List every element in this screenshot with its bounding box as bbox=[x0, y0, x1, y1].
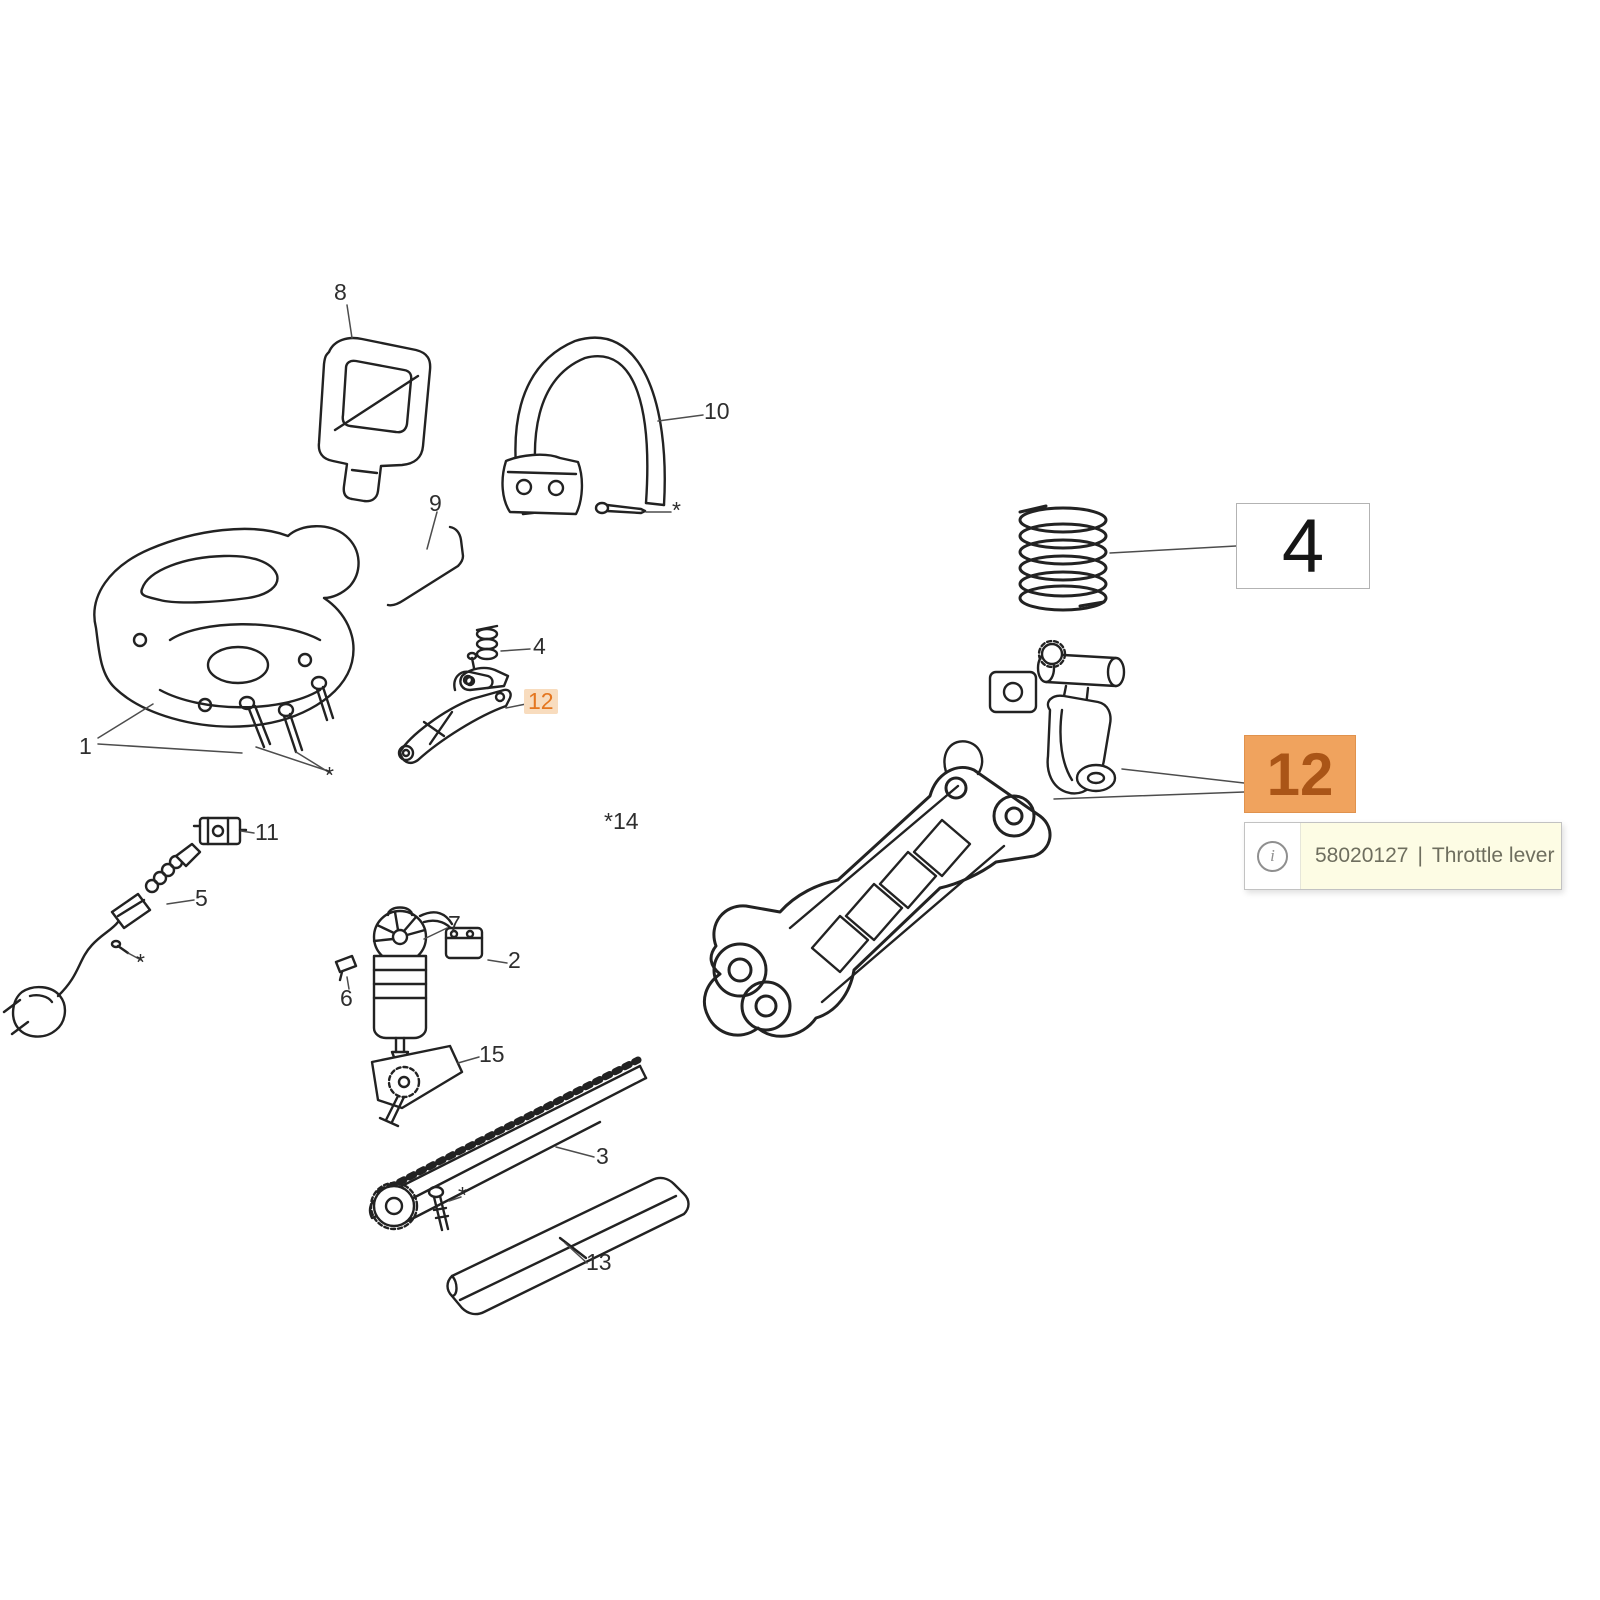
callout-label-part11[interactable]: 11 bbox=[255, 819, 279, 845]
part-4-spring-small-drawing bbox=[459, 624, 510, 692]
part-12-bracket-drawing bbox=[703, 740, 1052, 1038]
asterisk-label-screw-part10: * bbox=[672, 497, 681, 523]
asterisk-label-screw-part5: * bbox=[136, 949, 145, 975]
part-2-capacitor-drawing bbox=[444, 926, 484, 960]
callout-label-part10[interactable]: 10 bbox=[704, 398, 730, 424]
callout-label-part12-highlighted[interactable]: 12 bbox=[524, 689, 558, 714]
part-4-spring-large-drawing bbox=[1018, 504, 1108, 612]
selected-part-4-callout-box[interactable]: 4 bbox=[1236, 503, 1370, 589]
part-1-housing-drawing bbox=[93, 525, 360, 754]
part-11-switch-drawing bbox=[192, 816, 248, 846]
callout-label-part3[interactable]: 3 bbox=[596, 1143, 609, 1169]
callout-label-part13[interactable]: 13 bbox=[586, 1249, 612, 1275]
part-10-front-loop-handle-drawing bbox=[501, 336, 666, 516]
part-3-blade-drawing bbox=[368, 1056, 648, 1232]
tooltip-text: 58020127 | Throttle lever bbox=[1315, 844, 1554, 868]
callout-label-part9[interactable]: 9 bbox=[429, 490, 442, 516]
callout-label-part2[interactable]: 2 bbox=[508, 947, 521, 973]
tooltip-icon-cell: i bbox=[1245, 823, 1301, 889]
callout-label-part7[interactable]: 7 bbox=[448, 911, 461, 937]
callout-label-part1[interactable]: 1 bbox=[79, 733, 92, 759]
asterisk-label-screws-part1: * bbox=[325, 762, 334, 788]
part-8-rear-guard-drawing bbox=[317, 336, 432, 503]
part-7-motor-drawing bbox=[372, 906, 454, 1064]
tooltip-part-number: 58020127 bbox=[1315, 844, 1409, 867]
info-icon: i bbox=[1257, 840, 1288, 872]
callout-label-part8[interactable]: 8 bbox=[334, 279, 347, 305]
callout-label-part6[interactable]: 6 bbox=[340, 985, 353, 1011]
callout-label-part4[interactable]: 4 bbox=[533, 633, 546, 659]
callout-label-part14[interactable]: *14 bbox=[604, 808, 639, 834]
selected-part-12-callout-box[interactable]: 12 bbox=[1244, 735, 1356, 813]
part-5-power-cord-drawing bbox=[2, 842, 202, 1038]
part-12-lever-assembly-drawing bbox=[988, 639, 1126, 795]
asterisk-label-screw-part3: * bbox=[458, 1182, 467, 1208]
part-6-brush-drawing bbox=[334, 954, 358, 982]
part-tooltip: i 58020127 | Throttle lever bbox=[1244, 822, 1562, 890]
part-12-throttle-lever-small-drawing bbox=[397, 670, 512, 764]
callout-label-part5[interactable]: 5 bbox=[195, 885, 208, 911]
part-15-gear-plate-drawing bbox=[370, 1044, 464, 1128]
part-9-rod-drawing bbox=[386, 525, 465, 607]
leader-lines bbox=[97, 304, 1245, 1264]
tooltip-divider: | bbox=[1417, 844, 1423, 867]
tooltip-part-name: Throttle lever bbox=[1431, 844, 1555, 867]
callout-label-part15[interactable]: 15 bbox=[479, 1041, 505, 1067]
